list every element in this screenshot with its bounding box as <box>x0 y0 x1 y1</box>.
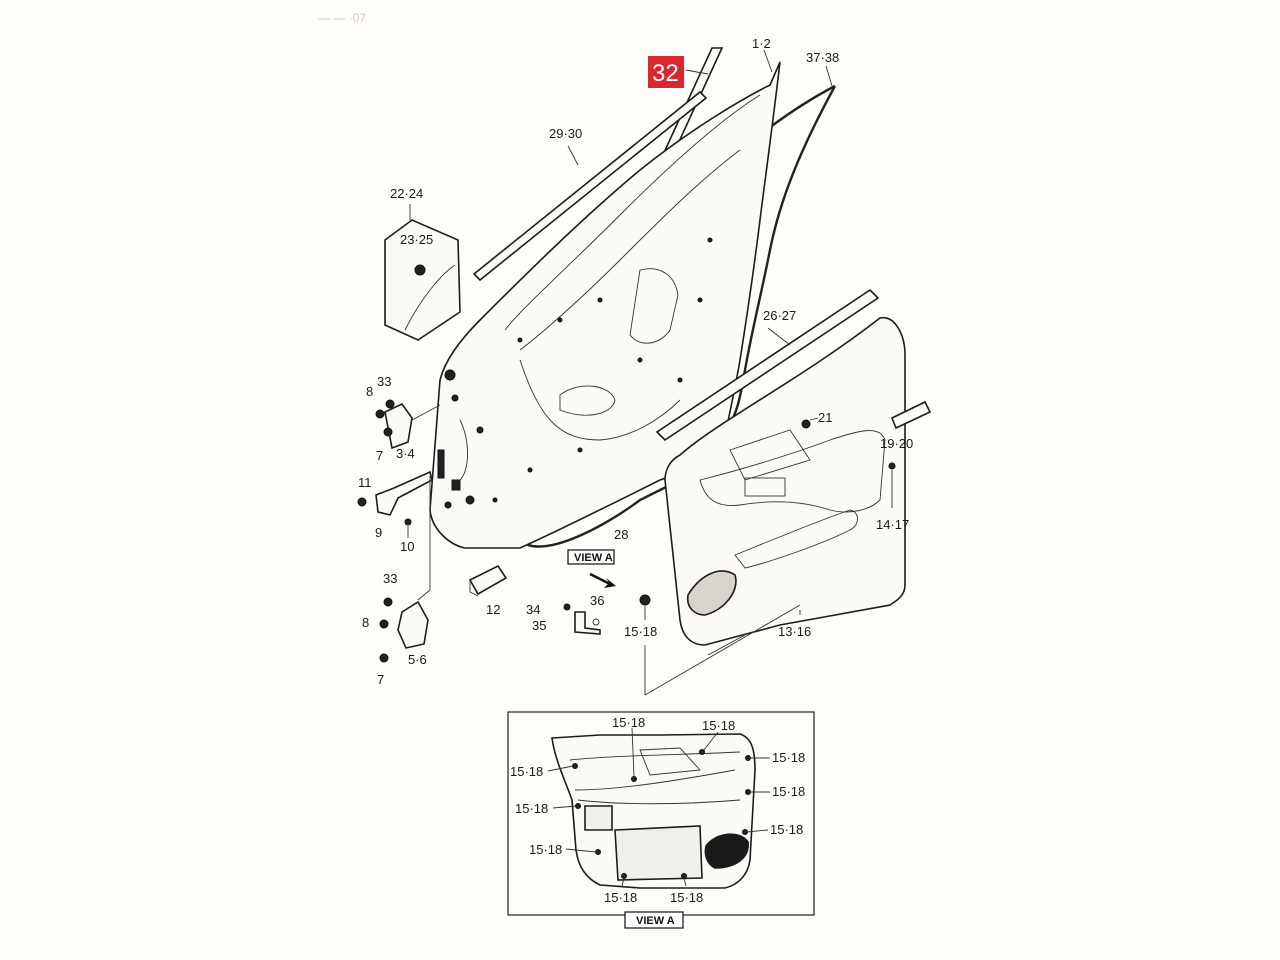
label-11: 11 <box>358 475 372 490</box>
view-arrow <box>589 572 616 588</box>
label-5-6: 5·6 <box>408 652 427 667</box>
handle-12 <box>468 564 508 597</box>
label-33-lower: 33 <box>383 571 397 586</box>
upper-hinge <box>375 399 441 450</box>
screw-21 <box>801 417 819 429</box>
label-7-lower: 7 <box>377 672 384 687</box>
label-37-38: 37·38 <box>806 50 839 65</box>
view-a-tag: VIEW A <box>567 549 615 565</box>
inset-callout: 15·18 <box>510 764 543 779</box>
inset-callout: 15·18 <box>670 890 703 905</box>
label-8-lower: 8 <box>362 615 369 630</box>
highlight-label: 32 <box>652 60 679 87</box>
door-shell <box>429 49 781 549</box>
label-9: 9 <box>375 525 382 540</box>
faded-mark: — — ·07 <box>318 11 366 25</box>
label-36: 36 <box>590 593 604 608</box>
label-8-upper: 8 <box>366 384 373 399</box>
label-35: 35 <box>532 618 546 633</box>
inset-callout: 15·18 <box>604 890 637 905</box>
label-21: 21 <box>818 410 832 425</box>
label-14-17: 14·17 <box>876 517 909 532</box>
label-29-30: 29·30 <box>549 126 582 141</box>
part-labels: 1·2 37·38 29·30 22·24 23·25 26·27 33 8 7… <box>358 36 913 687</box>
inset-view-a: VIEW A <box>507 711 815 929</box>
inner-belt-strip <box>655 288 880 442</box>
belt-molding-strip <box>472 90 708 282</box>
label-10: 10 <box>400 539 414 554</box>
label-33-upper: 33 <box>377 374 391 389</box>
label-26-27: 26·27 <box>763 308 796 323</box>
label-7-upper: 7 <box>376 448 383 463</box>
label-28: 28 <box>614 527 628 542</box>
mirror-corner-cover <box>384 204 461 341</box>
label-19-20: 19·20 <box>880 436 913 451</box>
label-23-25: 23·25 <box>400 232 433 247</box>
lower-hinge <box>379 589 431 663</box>
inset-leaders <box>547 727 770 887</box>
highlight-box <box>648 56 684 88</box>
door-trim-panel <box>664 317 906 646</box>
label-1-2: 1·2 <box>752 36 771 51</box>
label-3-4: 3·4 <box>396 446 415 461</box>
view-a-text: VIEW A <box>574 552 613 564</box>
clip-15-18 <box>639 594 651 620</box>
label-34: 34 <box>526 602 540 617</box>
bracket-34-36 <box>563 603 601 635</box>
label-12: 12 <box>486 602 500 617</box>
inset-callout: 15·18 <box>702 718 735 733</box>
clip-14-17 <box>888 462 896 508</box>
bracket-19-20 <box>890 400 932 430</box>
inset-title: VIEW A <box>636 915 675 927</box>
door-check <box>357 470 433 590</box>
inset-callout: 15·18 <box>529 842 562 857</box>
label-13-16: 13·16 <box>778 624 811 639</box>
label-22-24: 22·24 <box>390 186 423 201</box>
inset-callout: 15·18 <box>515 801 548 816</box>
label-15-18: 15·18 <box>624 624 657 639</box>
inset-callouts: 15·18 15·18 15·18 15·18 15·18 15·18 15·1… <box>510 715 805 905</box>
highlight-callout-32[interactable]: 32 <box>648 56 684 88</box>
inset-callout: 15·18 <box>770 822 803 837</box>
inset-callout: 15·18 <box>612 715 645 730</box>
inset-callout: 15·18 <box>772 784 805 799</box>
inset-callout: 15·18 <box>772 750 805 765</box>
